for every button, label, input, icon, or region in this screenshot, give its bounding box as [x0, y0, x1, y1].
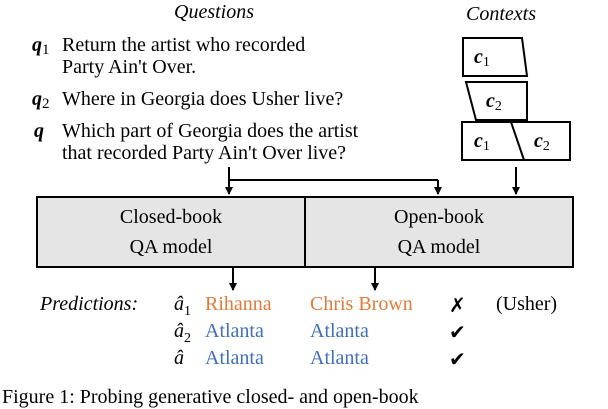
- predictions-label: Predictions:: [40, 293, 139, 315]
- context-combined-2-label: c2: [534, 130, 550, 154]
- prediction-2-closed: Atlanta: [205, 320, 264, 342]
- context-1-shape: [462, 37, 529, 77]
- question-composite-line-1: Which part of Georgia does the artist: [62, 120, 359, 142]
- closed-book-title: Closed-book: [119, 206, 223, 228]
- prediction-composite-closed: Atlanta: [205, 347, 264, 369]
- open-book-title: Open-book: [394, 206, 484, 228]
- question-1-label: q1: [32, 34, 50, 58]
- context-combined-1-label: c1: [474, 130, 490, 154]
- context-combined-divider: [510, 121, 525, 161]
- check-icon: ✔: [449, 322, 466, 344]
- context-combined-shape: [461, 121, 571, 161]
- prediction-composite-symbol: â: [174, 347, 184, 369]
- questions-header: Questions: [174, 1, 254, 23]
- question-2-line-1: Where in Georgia does Usher live?: [62, 88, 344, 110]
- prediction-composite-open: Atlanta: [310, 347, 369, 369]
- context-2-label: c2: [486, 90, 502, 114]
- question-composite-line-2: that recorded Party Ain't Over live?: [62, 142, 347, 164]
- prediction-1-closed: Rihanna: [205, 293, 272, 315]
- cross-icon: ✗: [449, 295, 466, 317]
- prediction-1-note: (Usher): [496, 293, 558, 315]
- context-1-label: c1: [474, 46, 490, 70]
- prediction-1-open: Chris Brown: [310, 293, 413, 315]
- closed-book-model-box: Closed-book QA model: [36, 196, 306, 268]
- prediction-2-open: Atlanta: [310, 320, 369, 342]
- closed-book-subtitle: QA model: [129, 236, 213, 258]
- prediction-2-symbol: â2: [174, 320, 191, 346]
- open-book-model-box: Open-book QA model: [304, 196, 574, 268]
- figure-caption: Figure 1: Probing generative closed- and…: [2, 386, 419, 408]
- question-1-line-2: Party Ain't Over.: [62, 56, 197, 78]
- open-book-subtitle: QA model: [397, 236, 481, 258]
- prediction-1-symbol: â1: [174, 293, 191, 319]
- check-icon-composite: ✔: [449, 349, 466, 371]
- question-composite-label: q: [34, 120, 44, 142]
- question-1-line-1: Return the artist who recorded: [62, 34, 306, 56]
- context-2-shape: [464, 81, 528, 121]
- question-2-label: q2: [32, 88, 50, 112]
- contexts-header: Contexts: [466, 3, 536, 25]
